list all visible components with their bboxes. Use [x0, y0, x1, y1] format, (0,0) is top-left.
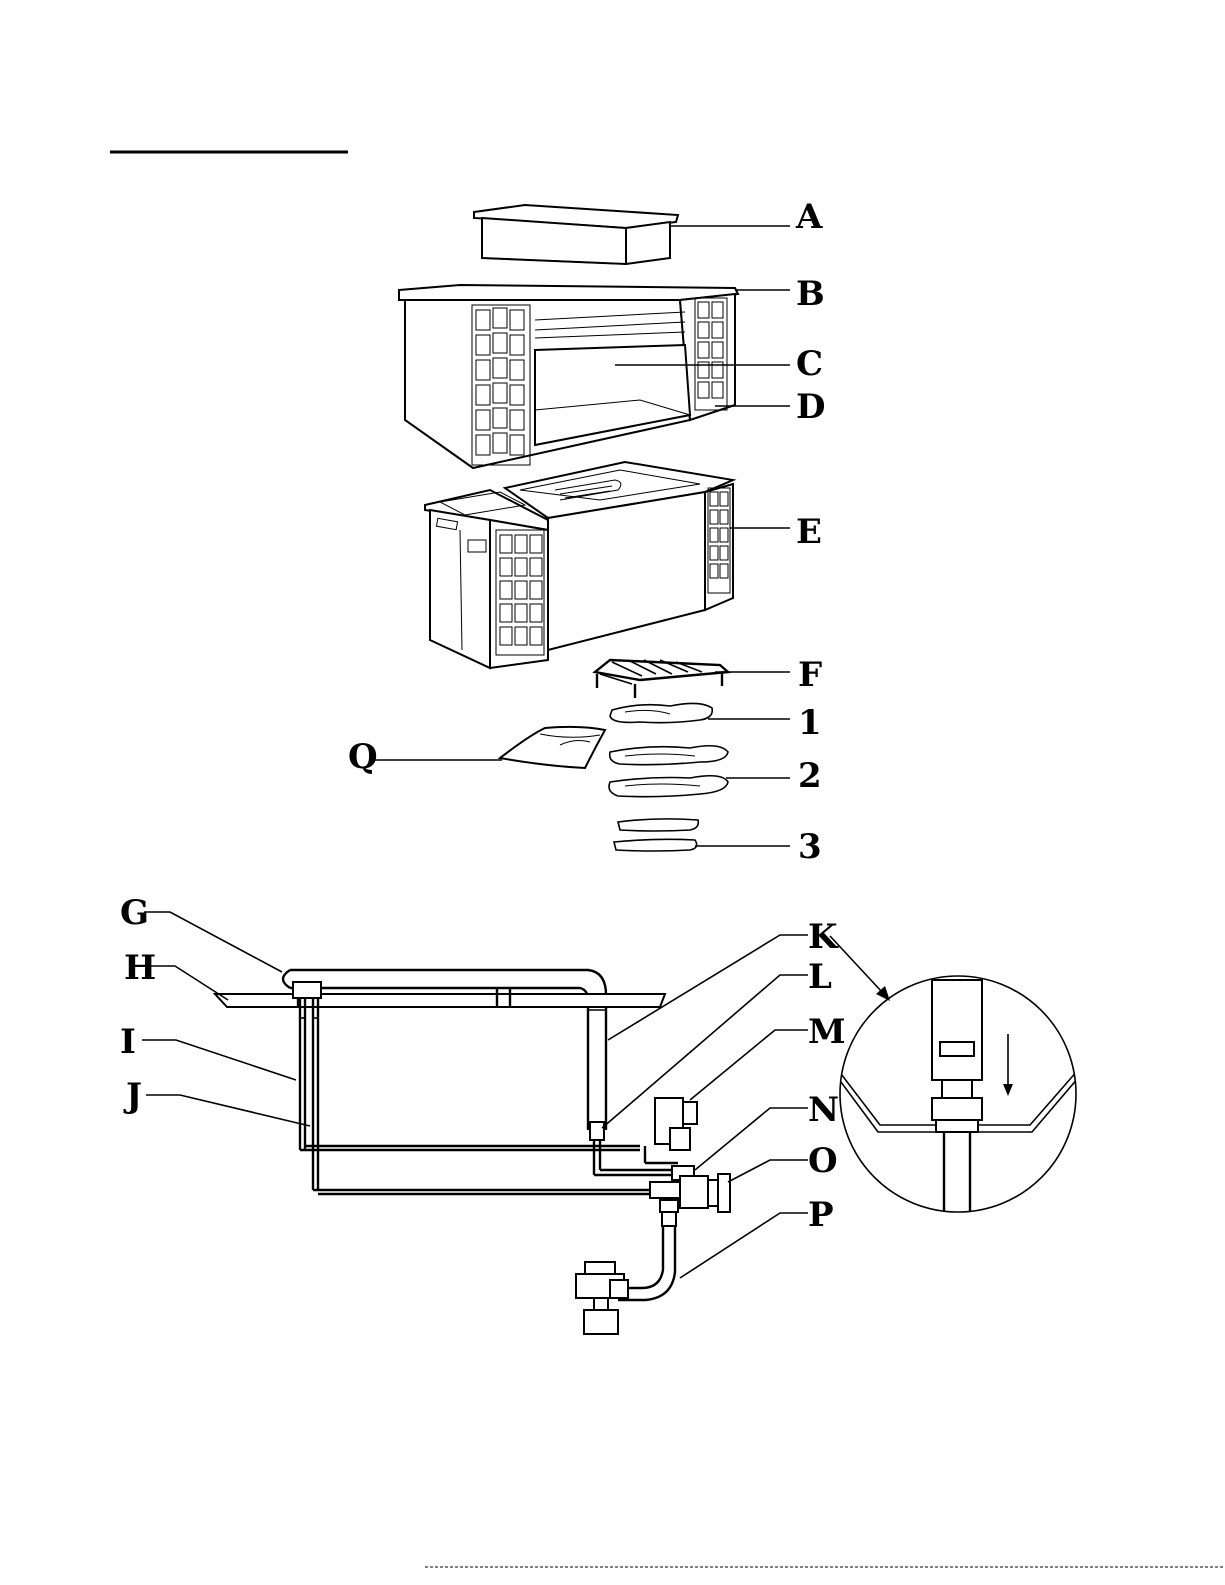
label-e: E — [796, 512, 822, 552]
part-q-cover — [500, 727, 605, 768]
label-h: H — [124, 948, 156, 988]
label-2: 2 — [798, 756, 822, 796]
log-set-3 — [614, 819, 698, 851]
label-n: N — [808, 1090, 839, 1130]
leader-i — [142, 1040, 296, 1080]
leader-j — [146, 1095, 310, 1126]
label-q: Q — [348, 737, 378, 777]
part-f-grate — [595, 660, 728, 698]
leader-k — [608, 935, 808, 1040]
part-e-base — [425, 462, 733, 668]
leader-o — [728, 1160, 808, 1182]
part-b-upper-surround — [399, 285, 738, 468]
label-3: 3 — [798, 827, 822, 867]
label-m: M — [808, 1012, 846, 1052]
log-set-1 — [610, 703, 712, 722]
label-o: O — [808, 1141, 838, 1181]
label-j: J — [123, 1076, 142, 1116]
label-l: L — [808, 957, 832, 997]
insertion-arrowhead — [1003, 1084, 1013, 1096]
gas-assembly — [215, 970, 730, 1334]
label-a: A — [795, 197, 823, 237]
detail-pointer-line — [830, 936, 882, 992]
leader-m — [690, 1030, 808, 1100]
label-i: I — [120, 1022, 136, 1062]
label-c: C — [796, 344, 823, 384]
label-f: F — [798, 655, 822, 695]
leader-p — [680, 1213, 808, 1278]
label-d: D — [796, 387, 825, 427]
label-b: B — [796, 274, 825, 314]
label-k: K — [808, 917, 839, 957]
label-p: P — [808, 1195, 834, 1235]
log-set-2 — [609, 746, 728, 797]
leader-g — [144, 912, 282, 972]
label-1: 1 — [798, 703, 822, 743]
label-g: G — [120, 893, 149, 933]
detail-inset — [838, 976, 1078, 1220]
part-a-top-cap — [474, 205, 678, 264]
